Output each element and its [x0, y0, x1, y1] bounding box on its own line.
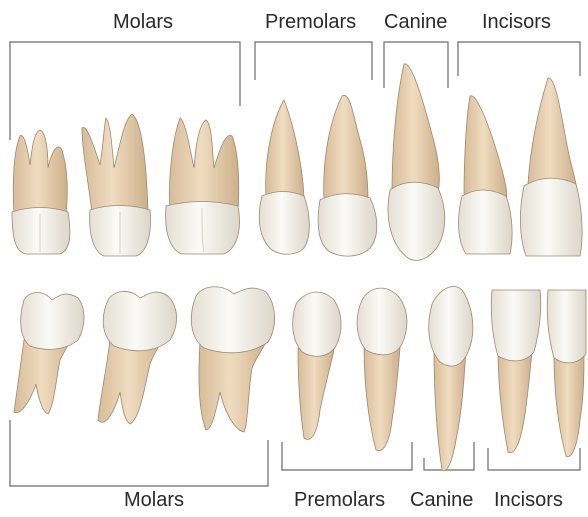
lower-incisor-lateral	[491, 290, 541, 453]
lower-incisor-central	[547, 290, 586, 457]
upper-molar-1	[12, 130, 70, 254]
top-label-molars: Molars	[113, 12, 173, 32]
upper-premolar-1	[259, 100, 309, 254]
upper-molar-3	[166, 118, 240, 254]
upper-canine	[388, 64, 445, 261]
upper-molar-2	[82, 114, 150, 256]
bottom-label-molars: Molars	[124, 490, 184, 510]
lower-canine	[429, 286, 473, 470]
lower-molar-2	[98, 291, 177, 424]
bottom-label-premolars: Premolars	[294, 490, 385, 510]
upper-incisor-lateral	[459, 96, 513, 254]
lower-premolar-2	[357, 288, 407, 451]
upper-incisor-central	[520, 78, 582, 256]
upper-premolar-2	[318, 95, 377, 256]
bottom-label-canine: Canine	[410, 490, 473, 510]
lower-premolar-1	[293, 292, 341, 439]
top-label-premolars: Premolars	[265, 12, 356, 32]
top-label-incisors: Incisors	[482, 12, 551, 32]
top-bracket-incisors	[458, 42, 580, 76]
top-bracket-premolars	[255, 42, 372, 80]
bottom-bracket-premolars	[282, 442, 412, 470]
bottom-bracket-molars	[10, 420, 268, 486]
lower-molar-1	[14, 293, 84, 415]
top-label-canine: Canine	[384, 12, 447, 32]
lower-molar-3	[191, 287, 274, 432]
bottom-label-incisors: Incisors	[494, 490, 563, 510]
